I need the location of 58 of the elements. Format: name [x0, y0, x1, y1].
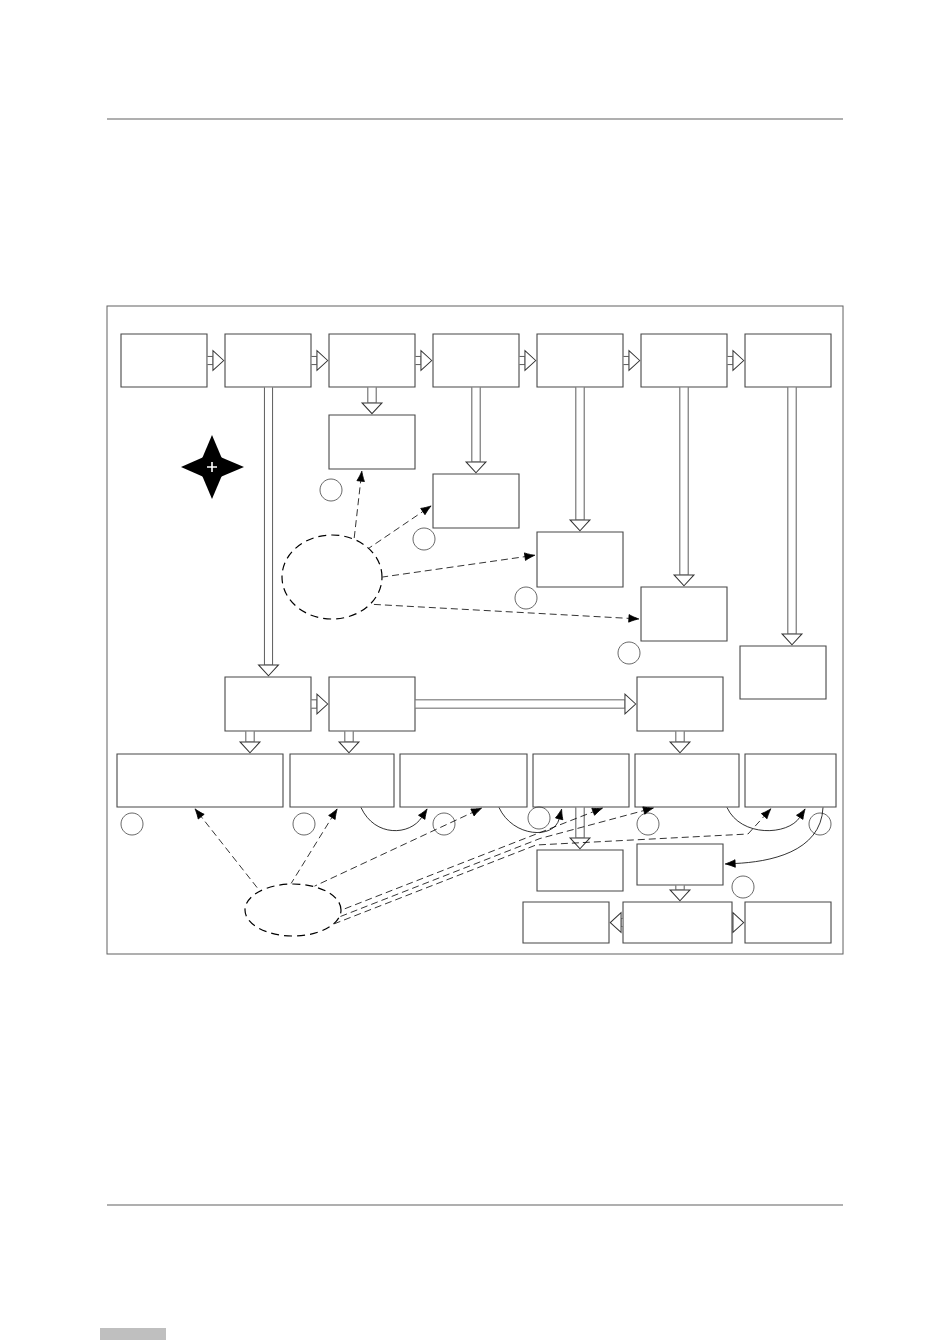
process-box [328, 333, 416, 388]
process-box [532, 753, 630, 808]
block-arrow [569, 807, 591, 850]
block-arrow [311, 350, 329, 371]
process-box [224, 333, 312, 388]
block-arrow [207, 350, 225, 371]
curved-arrow [724, 807, 824, 868]
process-box [744, 753, 837, 808]
block-arrow [727, 350, 745, 371]
process-box [744, 901, 832, 944]
block-arrow [415, 693, 637, 715]
dashed-arrow [314, 807, 482, 887]
block-arrow [311, 693, 329, 715]
process-box [636, 676, 724, 732]
block-arrow [669, 731, 691, 754]
block-arrow [732, 912, 745, 933]
process-box [640, 333, 728, 388]
dashed-ellipse [244, 883, 342, 937]
process-box [224, 676, 312, 732]
process-box [328, 676, 416, 732]
process-box [116, 753, 284, 808]
process-box [289, 753, 395, 808]
dashed-ellipse [281, 534, 383, 620]
block-arrow [569, 387, 591, 532]
process-box [399, 753, 528, 808]
process-box [536, 531, 624, 588]
dashed-arrow [382, 552, 536, 578]
block-arrow [465, 387, 487, 474]
block-arrow [519, 350, 537, 371]
curved-arrow [726, 807, 806, 831]
dashed-arrow [368, 505, 432, 549]
block-arrow [609, 912, 623, 933]
process-box [328, 414, 416, 470]
process-box [640, 586, 728, 642]
block-arrow [415, 350, 433, 371]
process-box [432, 473, 520, 529]
block-arrow [338, 731, 360, 754]
dashed-arrow [290, 808, 338, 884]
block-arrow [361, 387, 383, 415]
dashed-arrow [339, 806, 654, 918]
process-box [636, 843, 724, 886]
dashed-arrow [334, 808, 772, 924]
process-box [634, 753, 740, 808]
block-arrow [673, 387, 695, 587]
process-box [536, 333, 624, 388]
process-box [120, 333, 208, 388]
curved-arrow [498, 807, 564, 833]
process-box [744, 333, 832, 388]
block-arrow [258, 387, 279, 677]
process-box [522, 901, 610, 944]
process-box [739, 645, 827, 700]
block-arrow [781, 387, 803, 646]
block-arrow [239, 731, 261, 754]
curved-arrow [360, 807, 428, 831]
process-box [432, 333, 520, 388]
block-arrow [623, 350, 641, 371]
block-arrow [669, 885, 691, 902]
dashed-arrow [353, 470, 365, 540]
